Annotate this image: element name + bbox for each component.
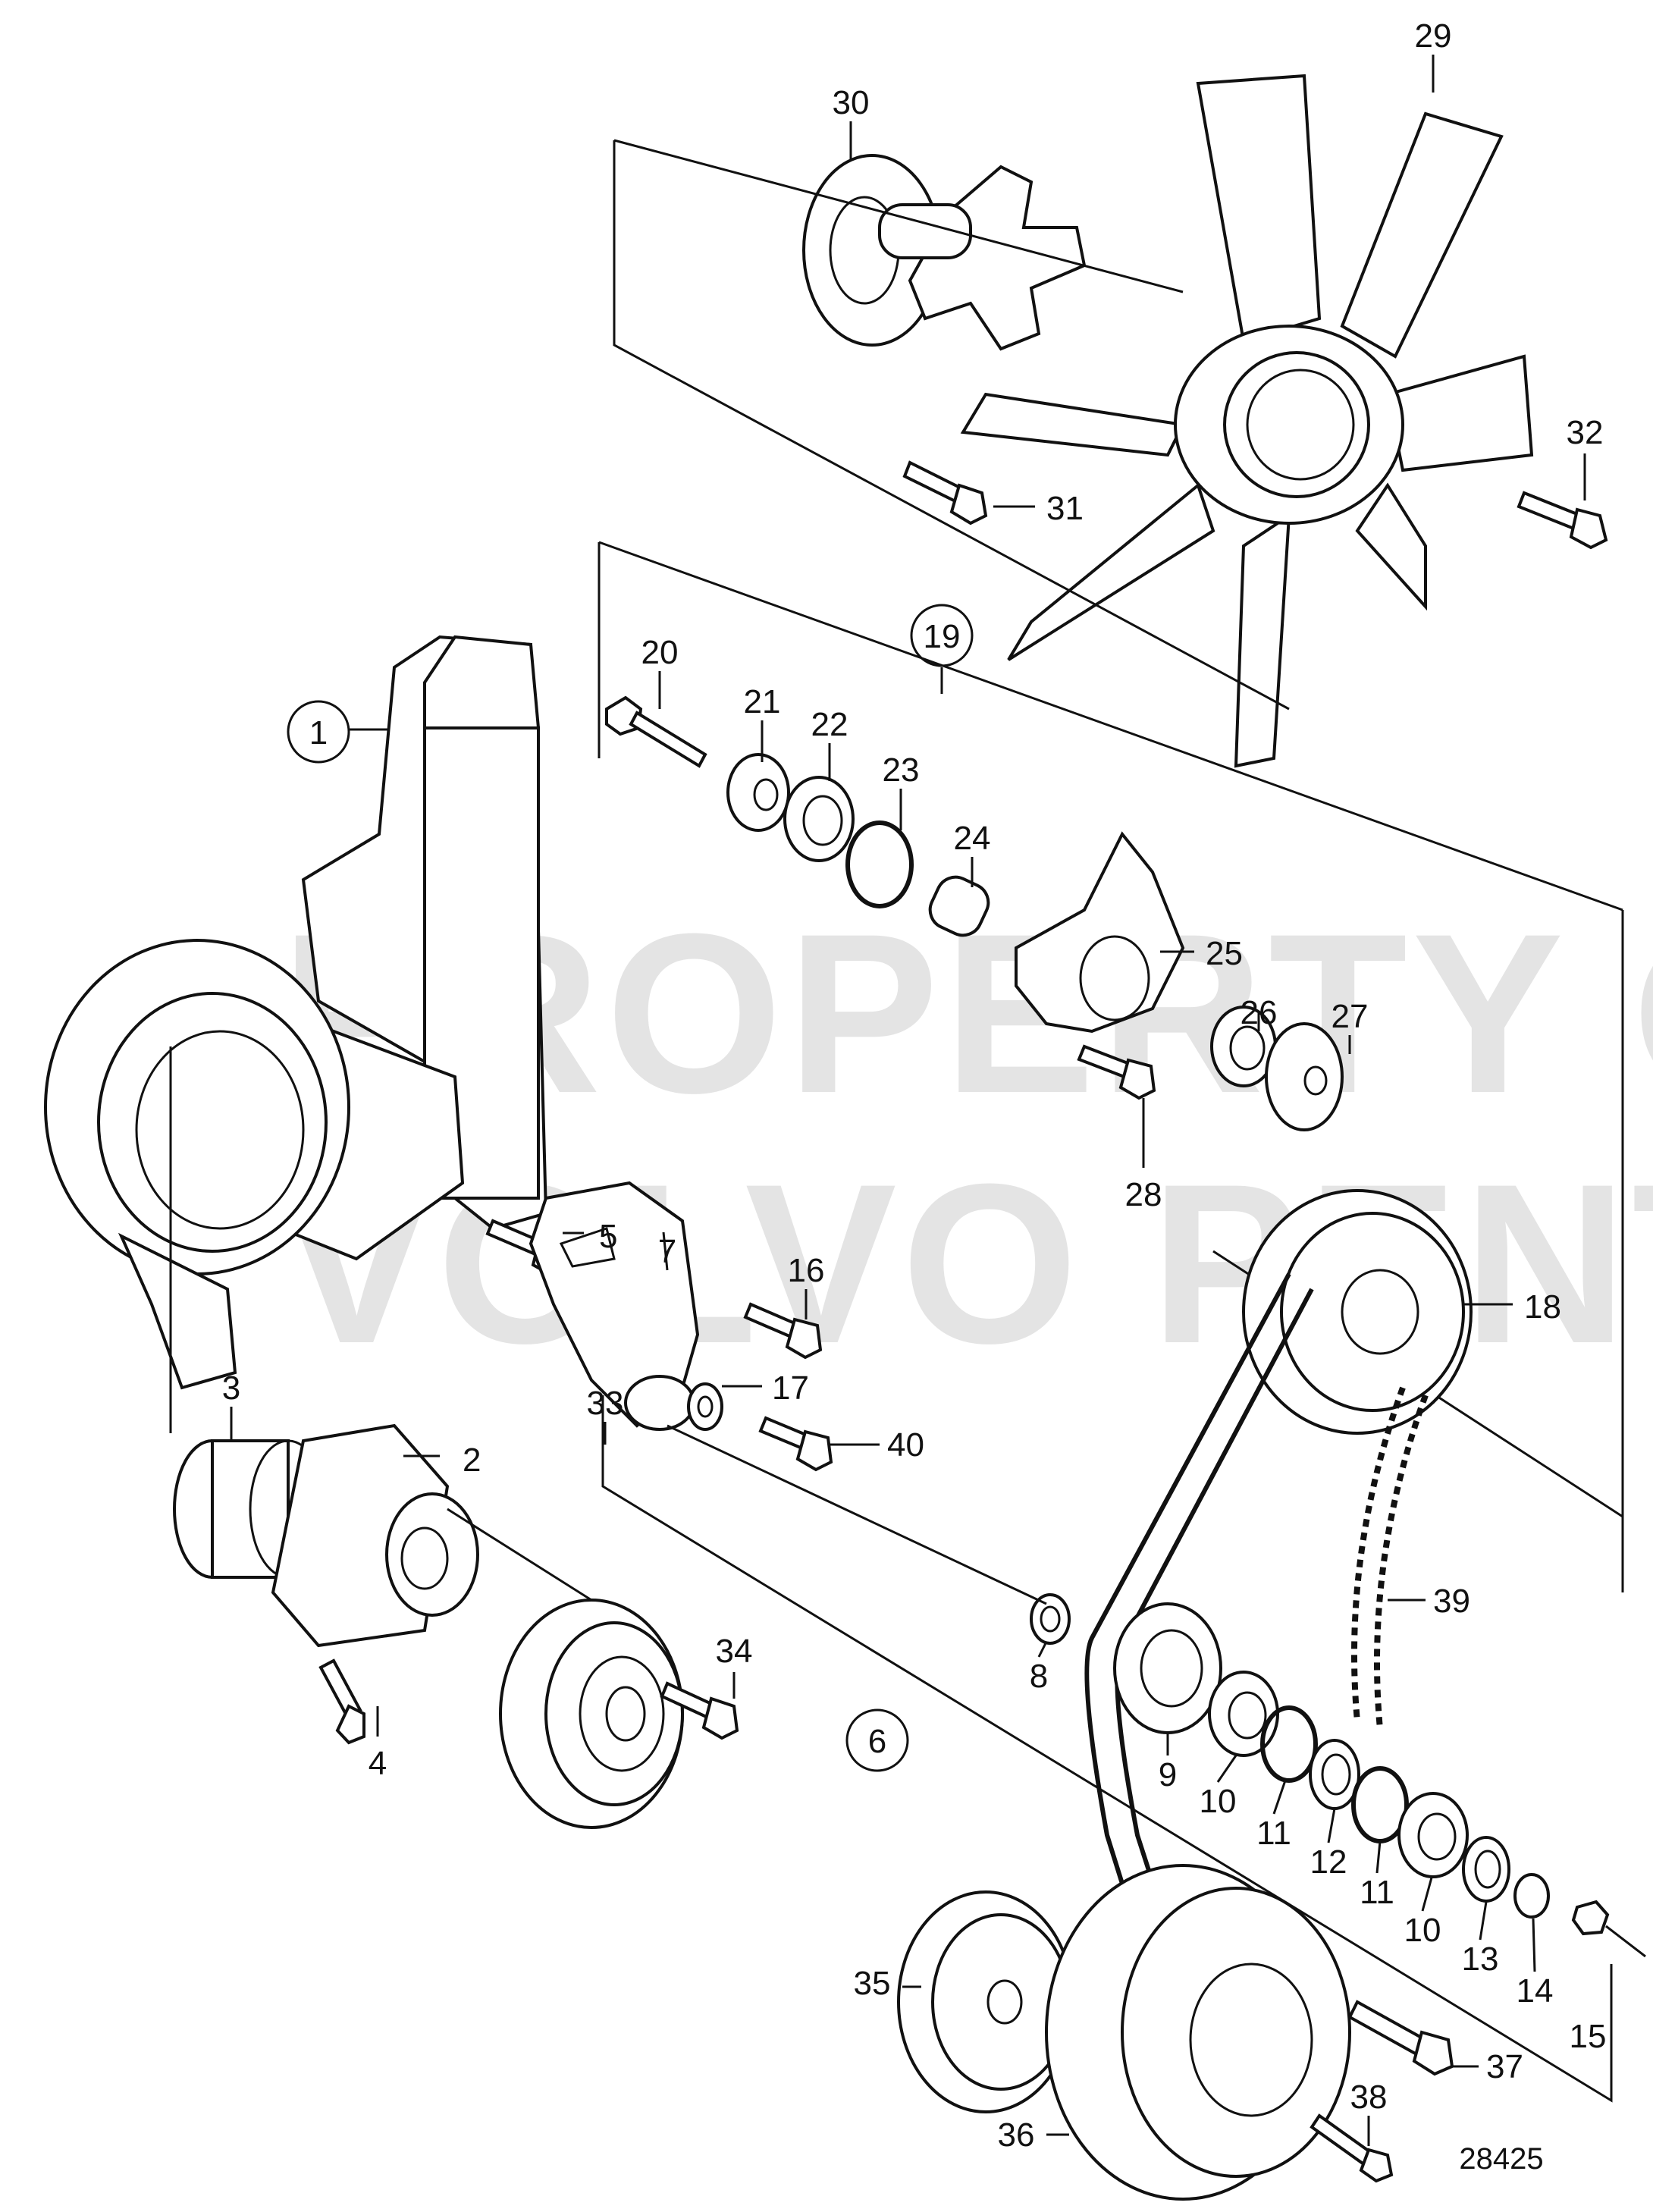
part-40-bolt (758, 1416, 833, 1472)
part-15-bolt (1571, 1900, 1646, 1958)
part-20-bolt (605, 695, 707, 768)
part-34-bolt (660, 1681, 739, 1740)
callout-17: 17 (772, 1370, 809, 1407)
callout-11b: 11 (1360, 1874, 1394, 1911)
group-frame-19-top (598, 541, 1623, 911)
part-30-fan-hub (802, 154, 1087, 351)
callout-25: 25 (1206, 935, 1243, 972)
callout-10b: 10 (1404, 1912, 1441, 1949)
callout-4: 4 (369, 1745, 387, 1782)
callout-19: 19 (924, 618, 961, 655)
part-10-bearing-b (1397, 1792, 1469, 1878)
part-16-bolt (743, 1302, 823, 1360)
callout-39: 39 (1433, 1583, 1470, 1620)
callout-leaders-2 (902, 1641, 1536, 2146)
part-1-bracket (44, 635, 548, 1390)
callout-14: 14 (1517, 1972, 1554, 2010)
callout-40: 40 (887, 1426, 924, 1464)
callout-5: 5 (599, 1218, 617, 1255)
callout-8: 8 (1030, 1658, 1048, 1695)
callout-1: 1 (309, 714, 328, 751)
callout-10a: 10 (1200, 1783, 1237, 1820)
part-12-spacer-ring (1309, 1739, 1360, 1810)
part-39-belt (1351, 1386, 1429, 1730)
figure-number: 28425 (1459, 2142, 1543, 2176)
callout-36: 36 (998, 2116, 1035, 2154)
drive-belt (1084, 1272, 1291, 2079)
callout-31: 31 (1046, 490, 1084, 527)
part-11-circlip-a (1260, 1705, 1318, 1783)
callout-21: 21 (744, 683, 781, 720)
part-17-washer (687, 1382, 723, 1431)
callout-30: 30 (833, 84, 870, 121)
part-21-pulley (726, 753, 790, 832)
part-24-spacer (928, 875, 990, 937)
callout-11a: 11 (1256, 1815, 1291, 1852)
callout-34: 34 (716, 1633, 753, 1670)
part-10-bearing-a (1208, 1671, 1279, 1757)
part-7-tensioner-bracket (529, 1181, 700, 1431)
part-8-seal (1030, 1593, 1071, 1645)
callout-18: 18 (1524, 1288, 1561, 1326)
group-frame-6 (601, 1395, 1613, 2103)
callout-22: 22 (811, 706, 848, 743)
leader-frame-top (613, 139, 1184, 293)
part-14-sleeve (1513, 1873, 1550, 1919)
callout-27: 27 (1331, 998, 1369, 1035)
part-4-bolt (318, 1658, 365, 1745)
callout-3: 3 (222, 1370, 240, 1407)
callout-6-circle (845, 1708, 909, 1772)
callout-12: 12 (1310, 1843, 1347, 1881)
callout-16: 16 (788, 1252, 825, 1289)
part-32-bolt (1517, 491, 1608, 550)
part-27-hub (1265, 1022, 1344, 1131)
callout-9: 9 (1159, 1756, 1177, 1793)
callout-19-circle (910, 604, 974, 667)
callout-7: 7 (658, 1233, 676, 1270)
part-31-bolt (902, 460, 988, 526)
callout-28: 28 (1125, 1176, 1162, 1213)
part-25-idler-bracket (1015, 831, 1185, 1034)
callout-23: 23 (883, 751, 920, 789)
callout-20: 20 (641, 634, 679, 671)
part-28-bolt (1077, 1044, 1156, 1100)
callout-13: 13 (1462, 1941, 1499, 1978)
part-35-damper (897, 1890, 1074, 2113)
callout-26: 26 (1241, 994, 1278, 1031)
part-23-circlip (845, 820, 914, 908)
callout-38: 38 (1350, 2079, 1388, 2116)
callout-29: 29 (1415, 17, 1452, 55)
callout-leaders (230, 55, 1586, 1737)
part-33-pulley (499, 1599, 684, 1829)
part-38-bolt (1310, 2113, 1394, 2183)
callout-32: 32 (1567, 414, 1604, 451)
group-frame-30 (613, 140, 1290, 711)
part-13-washer (1462, 1836, 1510, 1903)
part-22-bearing (783, 776, 855, 862)
callout-2: 2 (463, 1442, 481, 1479)
callout-6: 6 (868, 1723, 886, 1760)
leader-pump-pulley (447, 1508, 592, 1602)
callout-37: 37 (1486, 2048, 1523, 2085)
callout-24: 24 (954, 820, 991, 857)
part-36-crank-pulley (1045, 1864, 1351, 2201)
part-3-pump-inlet (173, 1439, 328, 1579)
part-18-pulley (1242, 1189, 1473, 1435)
callout-labels: 1 2 3 4 5 6 7 8 9 10 10 11 11 12 13 14 1… (222, 17, 1607, 2154)
part-2-water-pump (271, 1423, 479, 1648)
callout-1-circle (287, 700, 350, 764)
callout-33: 33 (587, 1385, 624, 1422)
part-37-bolt (1347, 2000, 1454, 2076)
part-9-tensioner-pulley (1113, 1602, 1222, 1734)
part-29-fan (960, 74, 1534, 768)
leader-tensioner (667, 1424, 1047, 1605)
callout-35: 35 (854, 1965, 891, 2002)
callout-15: 15 (1570, 2018, 1607, 2055)
